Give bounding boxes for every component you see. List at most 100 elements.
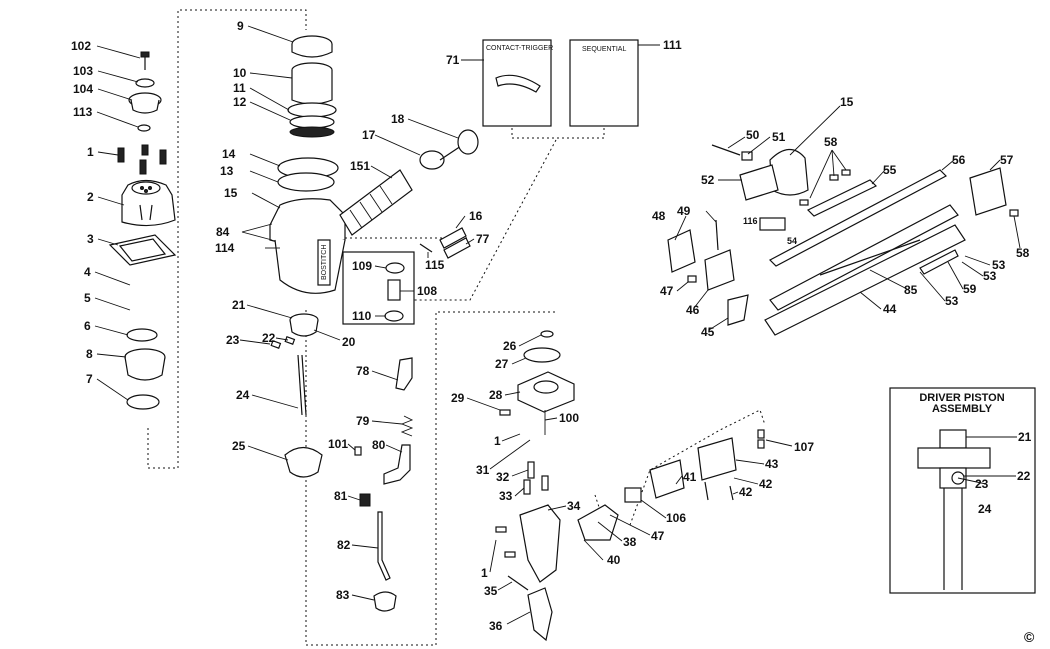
nose-parts [495, 330, 765, 642]
label-14: 14 [222, 147, 236, 161]
label-23-box: 23 [975, 477, 989, 491]
label-17: 17 [362, 128, 376, 142]
label-109: 109 [352, 259, 372, 273]
magazine-parts [667, 144, 1019, 336]
label-52: 52 [701, 173, 715, 187]
housing-brand: BOSTITCH [321, 245, 328, 280]
label-3: 3 [87, 232, 94, 246]
driver-piston-box-title-line1: DRIVER PISTON [919, 392, 1004, 404]
label-10: 10 [233, 66, 247, 80]
label-55: 55 [883, 163, 897, 177]
label-58-upper: 58 [824, 135, 838, 149]
label-151: 151 [350, 159, 370, 173]
label-25: 25 [232, 439, 246, 453]
label-43: 43 [765, 457, 779, 471]
label-59: 59 [963, 282, 977, 296]
label-49: 49 [677, 204, 691, 218]
part-labels: 102 103 104 113 1 2 3 4 5 6 8 7 9 10 11 … [71, 19, 1032, 633]
label-51: 51 [772, 130, 786, 144]
trigger-boxes: CONTACT-TRIGGER SEQUENTIAL [482, 39, 639, 127]
label-114: 114 [215, 241, 235, 255]
label-23: 23 [226, 333, 240, 347]
label-53-a: 53 [945, 294, 959, 308]
label-29: 29 [451, 391, 465, 405]
label-38: 38 [623, 535, 637, 549]
label-115: 115 [425, 258, 445, 272]
label-22: 22 [262, 331, 276, 345]
label-15-housing: 15 [224, 186, 238, 200]
label-6: 6 [84, 319, 91, 333]
leader-lines [94, 25, 1021, 625]
label-107: 107 [794, 440, 814, 454]
label-5: 5 [84, 291, 91, 305]
label-24-box: 24 [978, 502, 992, 516]
label-27: 27 [495, 357, 509, 371]
label-54: 54 [787, 236, 797, 246]
label-45: 45 [701, 325, 715, 339]
label-57: 57 [1000, 153, 1014, 167]
housing-parts: BOSTITCH [269, 35, 479, 325]
label-71: 71 [446, 53, 460, 67]
label-113: 113 [73, 105, 93, 119]
label-21-box: 21 [1018, 430, 1032, 444]
label-46: 46 [686, 303, 700, 317]
label-80: 80 [372, 438, 386, 452]
label-102: 102 [71, 39, 91, 53]
label-12: 12 [233, 95, 247, 109]
label-108: 108 [417, 284, 437, 298]
label-20: 20 [342, 335, 356, 349]
label-13: 13 [220, 164, 234, 178]
label-100: 100 [559, 411, 579, 425]
label-47-magazine: 47 [660, 284, 674, 298]
label-103: 103 [73, 64, 93, 78]
label-32: 32 [496, 470, 510, 484]
label-79: 79 [356, 414, 370, 428]
label-42-upper: 42 [759, 477, 773, 491]
label-53-c: 53 [992, 258, 1006, 272]
label-8: 8 [86, 347, 93, 361]
label-31: 31 [476, 463, 490, 477]
label-22-box: 22 [1017, 469, 1031, 483]
label-9: 9 [237, 19, 244, 33]
sequential-box-title: SEQUENTIAL [582, 46, 626, 53]
label-16: 16 [469, 209, 483, 223]
contact-trigger-box-title: CONTACT-TRIGGER [486, 45, 553, 52]
label-83: 83 [336, 588, 350, 602]
label-50: 50 [746, 128, 760, 142]
label-33: 33 [499, 489, 513, 503]
label-18: 18 [391, 112, 405, 126]
label-1-mid: 1 [494, 434, 501, 448]
label-1-low: 1 [481, 566, 488, 580]
driver-piston-box-title-line2: ASSEMBLY [932, 403, 993, 415]
copyright-mark: © [1024, 629, 1035, 645]
label-101: 101 [328, 437, 348, 451]
label-47-nose: 47 [651, 529, 665, 543]
label-21: 21 [232, 298, 246, 312]
label-81: 81 [334, 489, 348, 503]
label-36: 36 [489, 619, 503, 633]
label-84: 84 [216, 225, 230, 239]
label-48: 48 [652, 209, 666, 223]
label-53-b: 53 [983, 269, 997, 283]
label-24: 24 [236, 388, 250, 402]
label-26: 26 [503, 339, 517, 353]
label-1-top: 1 [87, 145, 94, 159]
label-111: 111 [663, 38, 682, 52]
label-42-lower: 42 [739, 485, 753, 499]
driver-piston-assembly-box: DRIVER PISTON ASSEMBLY [889, 387, 1036, 594]
label-7: 7 [86, 372, 93, 386]
label-85: 85 [904, 283, 918, 297]
label-104: 104 [73, 82, 93, 96]
label-11: 11 [233, 81, 246, 95]
label-77: 77 [476, 232, 490, 246]
grouping-lines [147, 9, 766, 646]
label-78: 78 [356, 364, 370, 378]
label-110: 110 [352, 309, 372, 323]
label-82: 82 [337, 538, 351, 552]
label-2: 2 [87, 190, 94, 204]
label-34: 34 [567, 499, 581, 513]
label-44: 44 [883, 302, 897, 316]
label-41: 41 [683, 470, 697, 484]
label-116: 116 [743, 216, 758, 226]
